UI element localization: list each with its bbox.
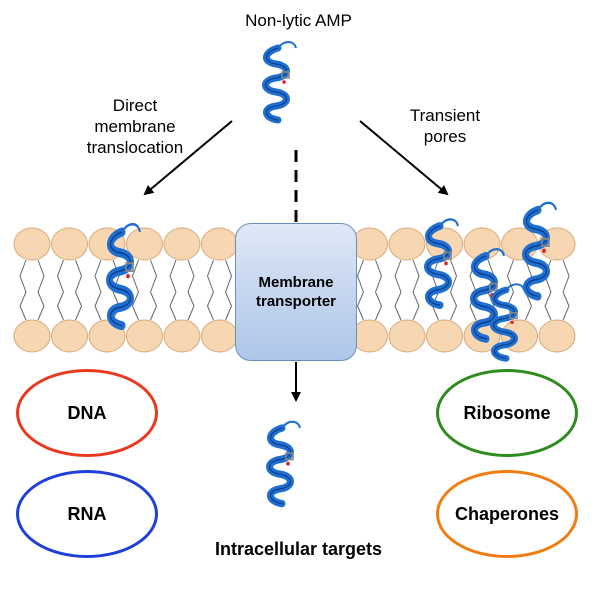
target-label: Chaperones	[454, 503, 560, 524]
lipid-tail	[56, 259, 64, 293]
right-mechanism-line: Transient	[409, 106, 481, 125]
bottom-label: Intracellular targets	[214, 539, 383, 559]
lipid-head	[126, 227, 163, 261]
lipid-tail	[225, 291, 233, 321]
lipid-tail	[394, 259, 402, 293]
lipid-tail	[375, 259, 383, 293]
target-oval-rna: RNA	[16, 470, 158, 558]
lipid-tail	[187, 291, 195, 321]
lipid-tail	[150, 259, 158, 293]
left-mechanism-line: membrane	[94, 117, 176, 136]
target-label: Ribosome	[463, 402, 551, 423]
lipid-tail	[525, 291, 533, 321]
lipid-tail	[131, 259, 139, 293]
lipid-tail	[169, 259, 177, 293]
lipid-tail	[562, 291, 570, 321]
lipid-tail	[169, 291, 177, 321]
target-label: RNA	[67, 503, 107, 524]
arrow-transient-pores	[359, 120, 449, 196]
lipid-tail	[412, 291, 420, 321]
transporter-label-line: transporter	[255, 293, 337, 310]
right-mechanism-label: Transient pores	[370, 105, 520, 147]
arrow-direct-translocation	[143, 120, 233, 196]
left-mechanism-label: Direct membrane translocation	[40, 95, 230, 158]
lipid-tail	[75, 291, 83, 321]
lipid-tail	[356, 291, 364, 321]
lipid-head	[51, 319, 88, 353]
lipid-tail	[450, 291, 458, 321]
left-mechanism-line: translocation	[86, 138, 184, 157]
target-oval-ribosome: Ribosome	[436, 369, 578, 457]
lipid-head	[201, 227, 238, 261]
top-label: Non-lytic AMP	[245, 11, 352, 30]
lipid-tail	[19, 291, 27, 321]
lipid-tail	[450, 259, 458, 293]
transporter-label-line: Membrane	[258, 274, 334, 291]
lipid-head	[163, 227, 201, 261]
lipid-head	[201, 319, 238, 353]
lipid-head	[13, 319, 51, 353]
lipid-tail	[375, 291, 383, 321]
lipid-tail	[225, 259, 233, 293]
lipid-tail	[544, 291, 552, 321]
lipid-tail	[94, 291, 102, 321]
lipid-head	[51, 227, 88, 261]
lipid-tail	[506, 259, 514, 293]
left-mechanism-line: Direct	[112, 96, 158, 115]
lipid-tail	[206, 291, 214, 321]
peptide-helix-icon	[270, 422, 301, 504]
lipid-head	[13, 227, 51, 261]
lipid-tail	[412, 259, 420, 293]
membrane-transporter: Membrane transporter	[235, 223, 357, 361]
lipid-head	[388, 319, 426, 353]
target-label: DNA	[67, 402, 107, 423]
lipid-tail	[394, 291, 402, 321]
lipid-tail	[37, 259, 45, 293]
lipid-tail	[56, 291, 64, 321]
lipid-head	[163, 319, 201, 353]
lipid-tail	[131, 291, 139, 321]
lipid-head	[538, 319, 576, 353]
lipid-head	[126, 319, 163, 353]
lipid-head	[388, 227, 426, 261]
lipid-tail	[150, 291, 158, 321]
lipid-tail	[19, 259, 27, 293]
lipid-tail	[356, 259, 364, 293]
right-mechanism-line: pores	[423, 127, 467, 146]
target-oval-chaperones: Chaperones	[436, 470, 578, 558]
lipid-head	[426, 319, 463, 353]
peptide-helix-icon	[266, 42, 297, 120]
lipid-tail	[75, 259, 83, 293]
lipid-tail	[562, 259, 570, 293]
lipid-tail	[94, 259, 102, 293]
lipid-tail	[206, 259, 214, 293]
target-oval-dna: DNA	[16, 369, 158, 457]
lipid-tail	[187, 259, 195, 293]
lipid-tail	[37, 291, 45, 321]
lipid-tail	[487, 291, 495, 321]
